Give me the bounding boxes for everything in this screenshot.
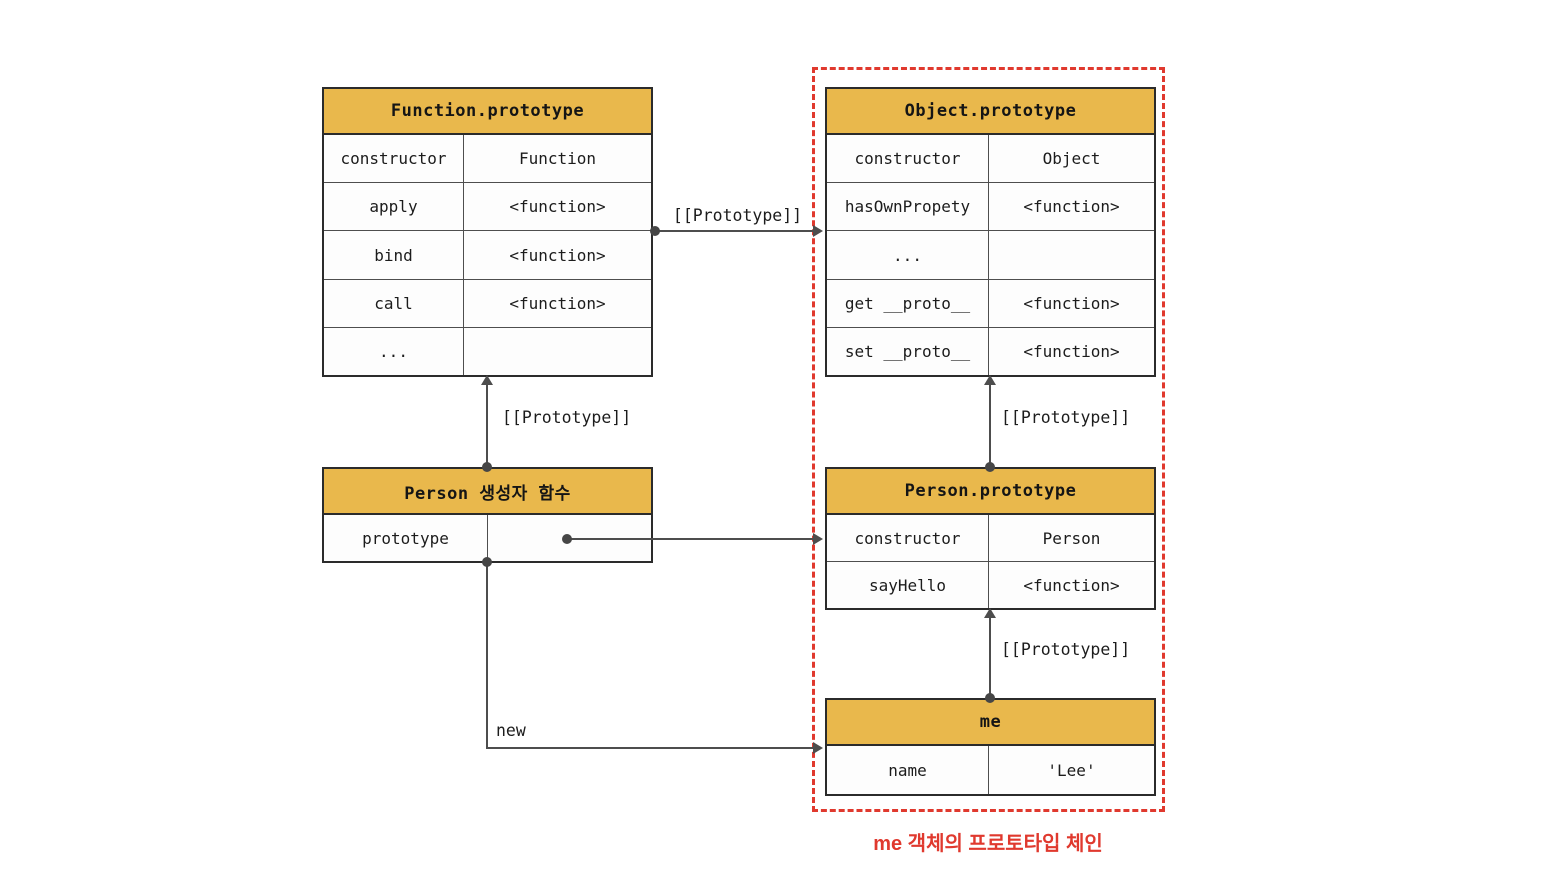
cell-key: constructor: [324, 135, 464, 183]
table-object-prototype: Object.prototype constructor Object hasO…: [825, 87, 1156, 377]
arrowhead-up-icon: [984, 608, 996, 618]
table-me: me name 'Lee': [825, 698, 1156, 796]
cell-value: Function: [518, 149, 597, 169]
prototype-chain-boundary: [812, 67, 1165, 812]
cell-value: Person: [1042, 528, 1101, 548]
arrow-line-new-horizontal: [486, 747, 818, 749]
table-row: sayHello <function>: [827, 561, 1154, 608]
table-row: ...: [324, 326, 651, 376]
table-title: Object.prototype: [827, 89, 1154, 135]
cell-value: <function>: [1023, 197, 1120, 217]
chain-caption: me 객체의 프로토타입 체인: [873, 833, 1103, 855]
arrow-line-personproto-to-obj: [989, 382, 991, 467]
cell-key: ...: [324, 327, 464, 376]
table-title: Function.prototype: [324, 89, 651, 135]
cell-key: constructor: [827, 515, 989, 561]
label-prototype-link-me-personproto: [[Prototype]]: [1001, 640, 1131, 659]
table-row: bind <function>: [324, 230, 651, 279]
table-row: ...: [827, 230, 1154, 279]
cell-key: sayHello: [827, 562, 989, 608]
cell-key: call: [324, 279, 464, 327]
cell-value: <function>: [1023, 575, 1120, 595]
table-title: Person.prototype: [827, 469, 1154, 515]
cell-key: prototype: [324, 515, 488, 561]
cell-value: [989, 231, 1154, 278]
arrow-start-dot: [482, 462, 492, 472]
table-function-prototype: Function.prototype constructor Function …: [322, 87, 653, 377]
table-row: hasOwnPropety <function>: [827, 182, 1154, 231]
table-row: get __proto__ <function>: [827, 278, 1154, 327]
cell-value: Object: [1042, 149, 1101, 169]
cell-value: <function>: [509, 293, 606, 313]
arrow-start-dot: [482, 557, 492, 567]
cell-value: <function>: [1023, 293, 1120, 313]
arrow-line-person-to-fn: [486, 382, 488, 467]
table-row: name 'Lee': [827, 746, 1154, 794]
cell-key: ...: [827, 231, 989, 279]
arrowhead-right-icon: [813, 225, 823, 237]
cell-key: get __proto__: [827, 279, 989, 327]
table-title: Person 생성자 함수: [324, 469, 651, 515]
arrowhead-right-icon: [813, 533, 823, 545]
table-row: constructor Person: [827, 515, 1154, 561]
arrow-start-dot: [985, 462, 995, 472]
arrowhead-right-icon: [813, 742, 823, 754]
arrow-line-fn-to-obj: [655, 230, 818, 232]
arrow-start-dot: [562, 534, 572, 544]
table-person-constructor: Person 생성자 함수 prototype: [322, 467, 653, 563]
table-person-prototype: Person.prototype constructor Person sayH…: [825, 467, 1156, 610]
table-row: constructor Function: [324, 135, 651, 183]
label-prototype-link-fn-obj: [[Prototype]]: [672, 206, 803, 225]
cell-key: hasOwnPropety: [827, 183, 989, 231]
cell-value: <function>: [1023, 341, 1120, 361]
arrow-start-dot: [650, 226, 660, 236]
table-row: apply <function>: [324, 182, 651, 231]
cell-value: <function>: [509, 245, 606, 265]
cell-value: <function>: [509, 197, 606, 217]
arrowhead-up-icon: [481, 375, 493, 385]
cell-key: set __proto__: [827, 327, 989, 376]
cell-key: bind: [324, 231, 464, 279]
table-row: constructor Object: [827, 135, 1154, 183]
label-new-operator: new: [496, 721, 526, 740]
arrow-line-prototype-property: [567, 538, 818, 540]
table-title: me: [827, 700, 1154, 746]
table-row: prototype: [324, 515, 651, 561]
arrow-line-new-vertical: [486, 562, 488, 748]
table-row: call <function>: [324, 278, 651, 327]
arrow-start-dot: [985, 693, 995, 703]
label-prototype-link-person-fn: [[Prototype]]: [502, 408, 632, 427]
label-prototype-link-personproto-obj: [[Prototype]]: [1001, 408, 1131, 427]
table-row: set __proto__ <function>: [827, 326, 1154, 376]
cell-key: name: [827, 746, 989, 794]
cell-value: [464, 328, 651, 375]
cell-value: 'Lee': [1047, 760, 1096, 780]
arrow-line-me-to-personproto: [989, 615, 991, 698]
cell-key: apply: [324, 183, 464, 231]
arrowhead-up-icon: [984, 375, 996, 385]
cell-key: constructor: [827, 135, 989, 183]
